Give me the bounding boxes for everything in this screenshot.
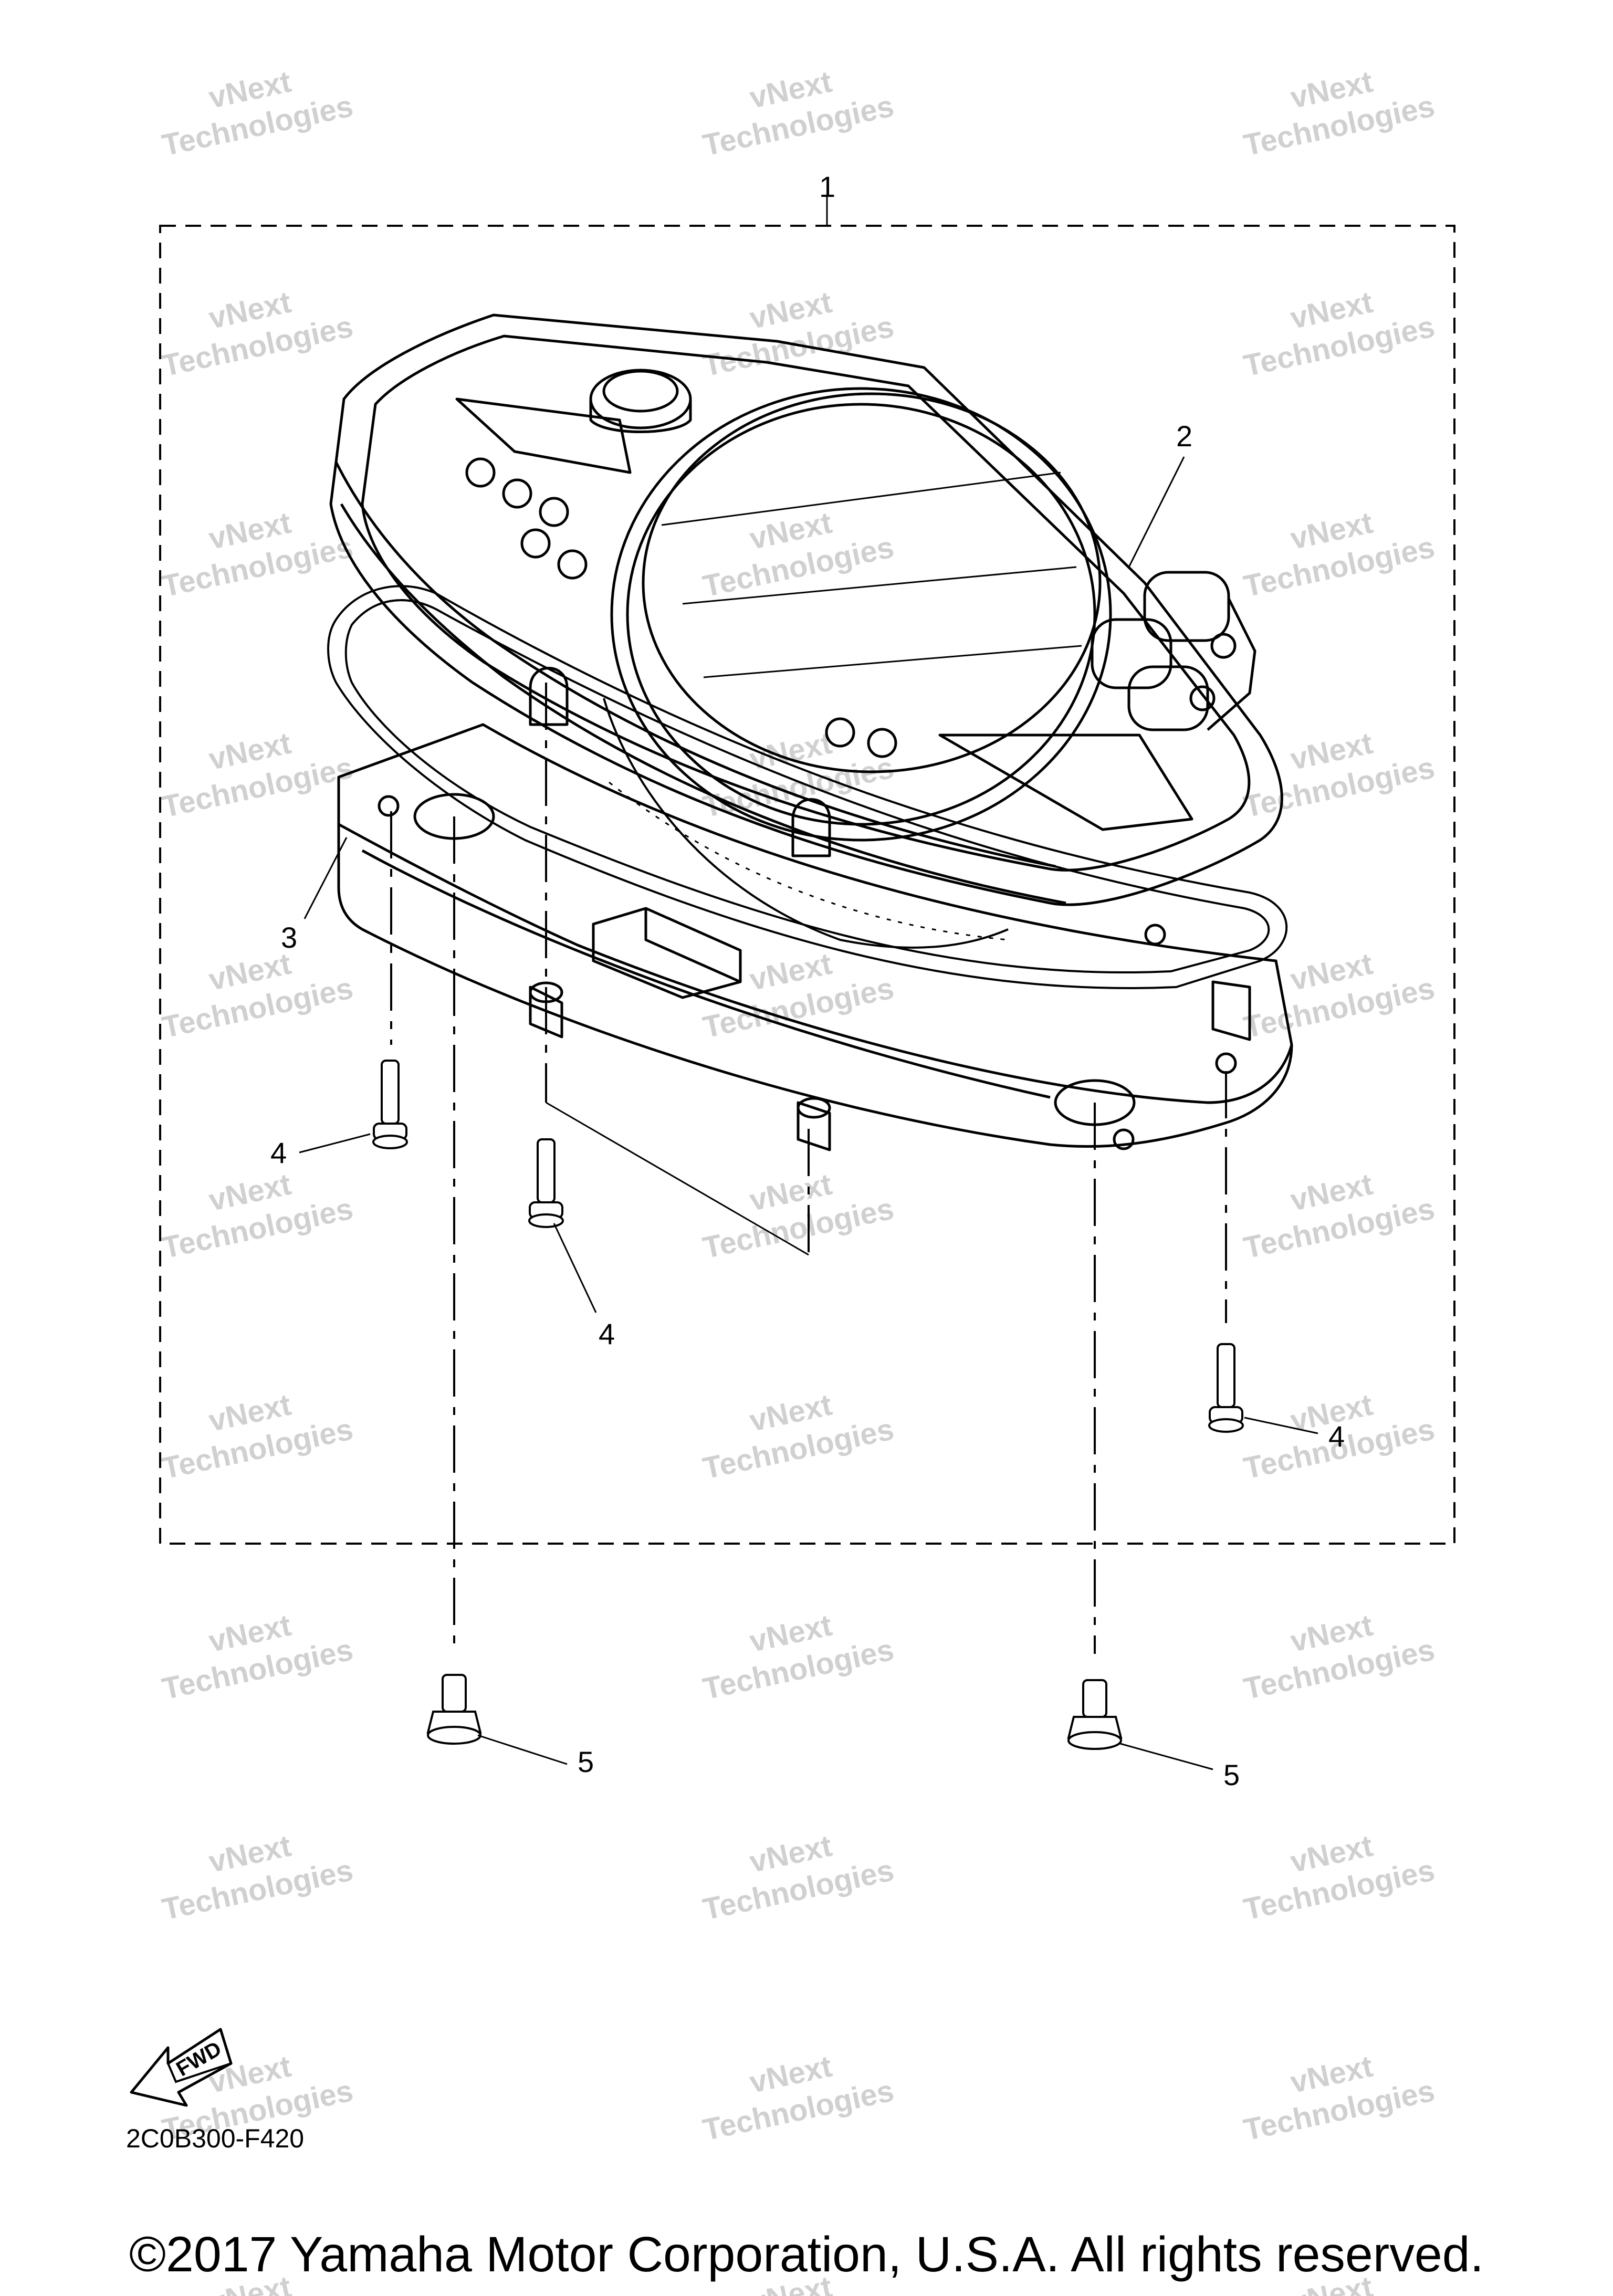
indicator-light <box>825 717 855 748</box>
mounting-tab <box>529 667 569 726</box>
lcd-window <box>938 733 1193 831</box>
indicator-light <box>867 728 897 758</box>
bolt <box>426 1674 482 1745</box>
callout-5: 5 <box>578 1745 594 1778</box>
screw <box>1208 1343 1244 1433</box>
callout-4: 4 <box>1328 1420 1345 1453</box>
screw-hole <box>378 795 400 817</box>
screw <box>528 1138 564 1228</box>
callout-5: 5 <box>1223 1758 1240 1791</box>
speedometer-lens <box>626 403 1096 826</box>
speedometer-bezel <box>610 387 1112 842</box>
leader-lines <box>299 197 1318 1770</box>
callout-3: 3 <box>281 921 297 954</box>
screw-hole <box>1215 1052 1237 1074</box>
screw-hole <box>1144 924 1166 946</box>
assembly-boundary-box <box>159 225 1455 1545</box>
screw <box>372 1060 408 1149</box>
bolt <box>1067 1679 1123 1750</box>
speedometer-glass <box>642 392 1102 773</box>
lcd-window <box>455 397 632 474</box>
meter-case <box>337 698 1293 1151</box>
callout-4: 4 <box>599 1317 615 1350</box>
callout-4: 4 <box>270 1136 287 1169</box>
meter-assembly <box>329 313 1283 906</box>
copyright-notice: ©2017 Yamaha Motor Corporation, U.S.A. A… <box>129 2227 1484 2282</box>
callout-2: 2 <box>1176 420 1192 453</box>
indicator-light <box>502 478 532 509</box>
indicator-light <box>539 497 569 527</box>
part-code: 2C0B300-F420 <box>126 2124 304 2153</box>
center-lines <box>390 683 1227 1654</box>
screw-hole <box>1113 1128 1135 1150</box>
meter-gasket <box>327 585 1288 989</box>
indicator-light <box>520 528 551 559</box>
switch-unit <box>1091 571 1256 731</box>
indicator-light <box>557 549 588 580</box>
forward-arrow-icon: FWD <box>130 2028 233 2107</box>
callout-1: 1 <box>819 170 835 203</box>
mounting-tab <box>791 798 831 857</box>
indicator-light <box>465 457 496 488</box>
callout-labels: 1 2 3 4 4 4 5 5 <box>270 170 1345 1791</box>
